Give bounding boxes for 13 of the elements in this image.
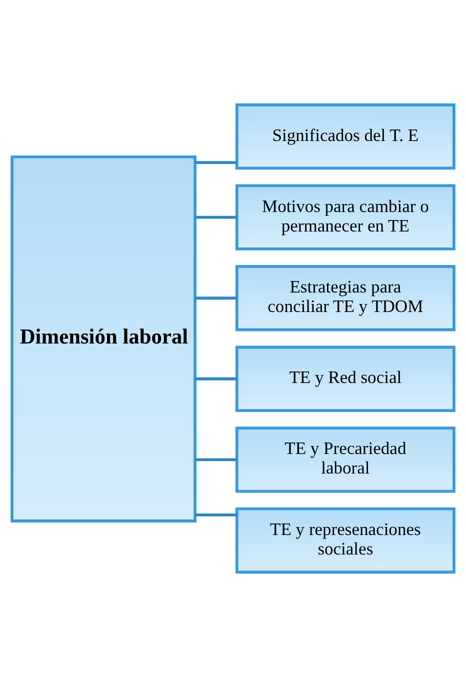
connector — [195, 458, 237, 462]
node-box: TE y Red social — [235, 346, 456, 412]
node-box: TE y represenaciones sociales — [235, 507, 456, 574]
node-box: Significados del T. E — [235, 103, 456, 170]
node-box: Dimensión laboral — [10, 156, 196, 522]
connector — [195, 377, 237, 380]
connector — [195, 513, 237, 516]
node-box: Motivos para cambiar o permanecer en TE — [235, 184, 456, 250]
connector — [195, 161, 237, 164]
connector — [195, 216, 237, 219]
connector — [195, 296, 237, 300]
node-box: Estrategias para conciliar TE y TDOM — [235, 265, 456, 332]
node-box: TE y Precariedad laboral — [235, 426, 456, 493]
